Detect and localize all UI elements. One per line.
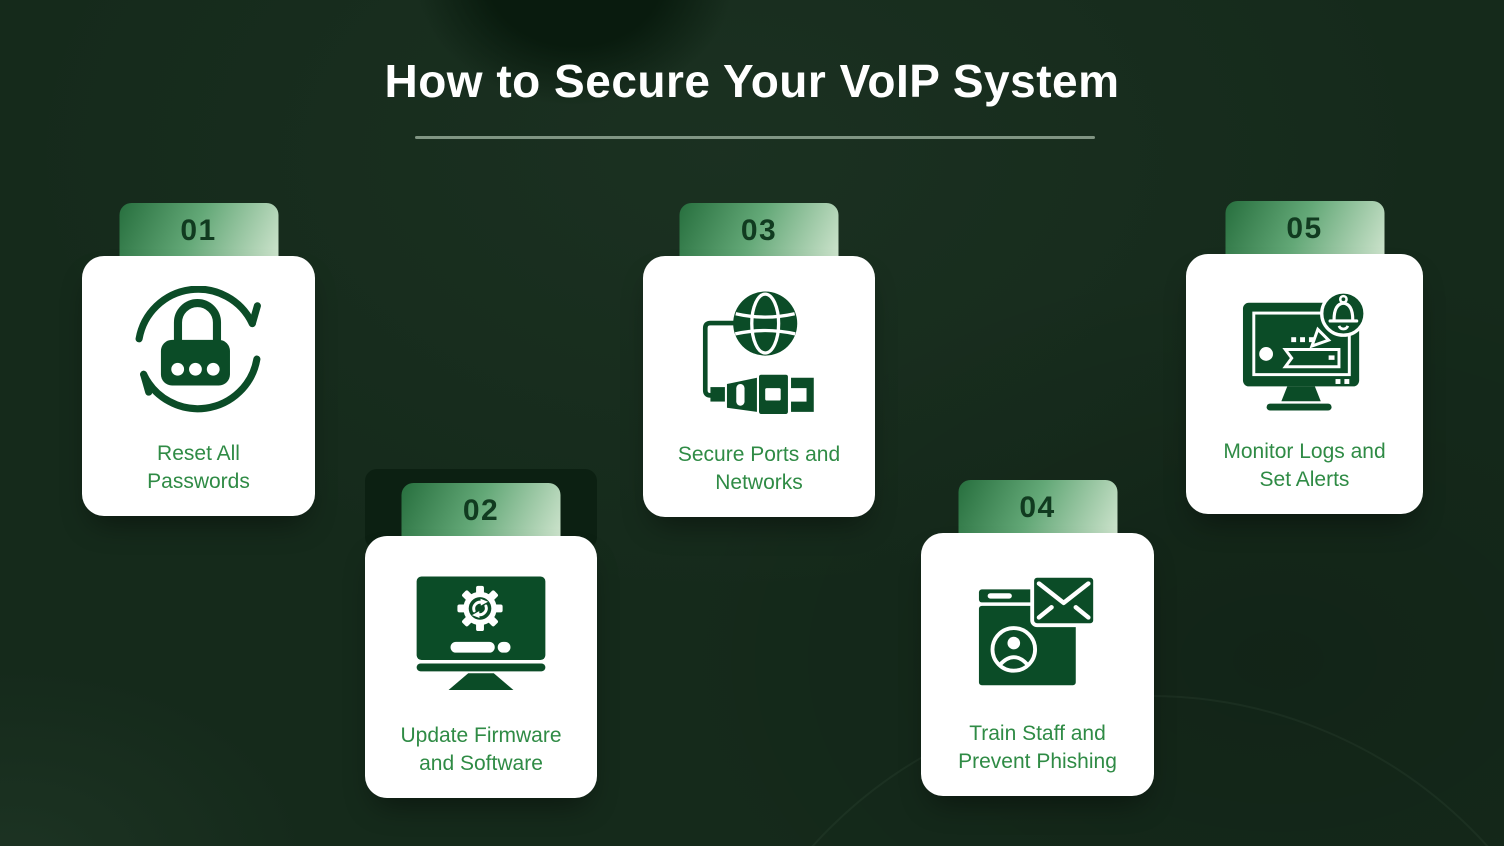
step-number: 05 — [1286, 212, 1323, 245]
page-title: How to Secure Your VoIP System — [384, 55, 1120, 107]
step-number: 01 — [180, 214, 217, 247]
firmware-update-icon-svg — [416, 576, 546, 690]
step-label-line1: Secure Ports and — [677, 443, 841, 466]
step-label-line1: Reset All — [157, 442, 240, 465]
log-monitoring-icon-svg — [1242, 290, 1367, 411]
step-label-line1: Update Firmware — [400, 724, 562, 747]
step-label-line2: Set Alerts — [1259, 468, 1350, 491]
step-label-line2: and Software — [419, 752, 543, 775]
step-label: Train Staff and Prevent Phishing — [958, 720, 1117, 776]
step-label: Update Firmware and Software — [400, 722, 561, 778]
step-card-body: Reset All Passwords — [82, 256, 315, 516]
step-card-02: 02 — [365, 483, 597, 798]
log-monitoring-icon — [1241, 254, 1369, 438]
step-number: 03 — [740, 214, 778, 247]
step-label-line1: Monitor Logs and — [1223, 440, 1386, 463]
step-label: Monitor Logs and Set Alerts — [1223, 438, 1385, 494]
step-card-01: 01 Reset All Passwords — [82, 203, 315, 516]
step-number: 04 — [1019, 491, 1056, 524]
password-reset-icon — [133, 256, 265, 440]
step-label-line2: Networks — [715, 471, 803, 494]
phishing-awareness-icon-svg — [978, 573, 1097, 685]
phishing-awareness-icon — [977, 533, 1099, 720]
step-card-body: Secure Ports and Networks — [643, 256, 875, 517]
step-label-line1: Train Staff and — [969, 722, 1106, 745]
title-divider — [415, 136, 1095, 139]
step-card-body: Update Firmware and Software — [365, 536, 597, 798]
step-number: 02 — [462, 494, 500, 527]
step-label-line2: Passwords — [147, 470, 250, 493]
password-reset-icon-svg — [135, 286, 261, 413]
step-card-body: Monitor Logs and Set Alerts — [1186, 254, 1423, 514]
step-card-03: 03 Secure Ports and — [643, 203, 875, 517]
step-card-04: 04 Train Staff and Preven — [921, 480, 1154, 796]
firmware-update-icon — [416, 536, 546, 722]
step-card-05: 05 — [1186, 201, 1423, 514]
step-card-body: Train Staff and Prevent Phishing — [921, 533, 1154, 796]
step-label-line2: Prevent Phishing — [958, 750, 1117, 773]
network-security-icon-svg — [702, 291, 814, 414]
step-label: Reset All Passwords — [147, 440, 250, 496]
step-label: Secure Ports and Networks — [678, 441, 840, 497]
network-security-icon — [697, 256, 821, 441]
